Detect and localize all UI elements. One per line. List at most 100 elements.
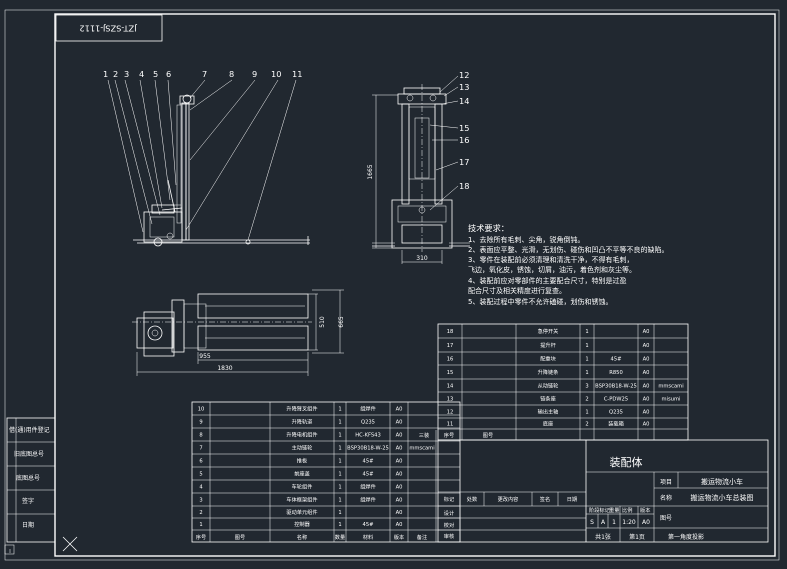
bom-cell-no: 16 <box>447 357 454 363</box>
side-register: 借(通)用件登记 旧底图总号 底图总号 签字 日期 <box>6 417 56 543</box>
callouts-left: 1 2 3 4 5 6 7 8 9 10 11 <box>103 69 302 79</box>
bom-trailing-label: 三装 <box>419 431 429 439</box>
side-label: 日期 <box>22 521 34 529</box>
tech-requirement-line: 3、零件在装配前必须清理和清洗干净，不得有毛刺， <box>468 255 633 264</box>
bom-cell-note: A0 <box>396 433 403 439</box>
version-value: A0 <box>642 519 650 526</box>
bom-cell-material: 组焊件 <box>360 483 376 491</box>
bom-cell-name: 配重块 <box>540 355 556 363</box>
bom-cell-no: 7 <box>199 446 202 452</box>
bom-cell-note: A0 <box>396 510 403 516</box>
stage-mark: S <box>590 519 594 526</box>
bom-cell-material: BSP30B18-W-25 <box>347 446 389 452</box>
dimension-length-value: 1830 <box>217 365 232 372</box>
callout-label: 11 <box>292 69 302 79</box>
callout-label: 10 <box>271 69 281 79</box>
bom-cell-name: 推板 <box>297 457 308 465</box>
stage-label: 阶段标记 <box>589 506 610 514</box>
dimension-height: 1665 <box>367 94 398 249</box>
dimension-fork-value: 955 <box>199 353 211 360</box>
callout-label: 9 <box>252 69 257 79</box>
bom-cell-note: A0 <box>396 407 403 413</box>
leaders-left <box>107 79 297 241</box>
bom-cell-note: A0 <box>396 472 403 478</box>
bom-cell-material: HC-KFS43 <box>355 433 381 439</box>
bom-cell-note: A0 <box>643 410 650 416</box>
bom-cell-material: 组焊件 <box>360 496 376 504</box>
bom-cell-name: 控制器 <box>294 520 310 528</box>
bom-cell-note: A0 <box>396 459 403 465</box>
tech-requirement-line: 1、去除所有毛刺、尖角，锐角倒钝。 <box>468 235 584 244</box>
sign-row-label: 设计 <box>444 509 454 517</box>
dimension-top-width-value: 510 <box>319 316 326 328</box>
bom-cell-no: 14 <box>447 384 454 390</box>
bom-cell-material: BSP30B18-W-25 <box>595 384 637 390</box>
side-label: 旧底图总号 <box>14 450 44 458</box>
bom-cell-name: 车体框架组件 <box>286 496 317 504</box>
callout-label: 12 <box>459 70 469 80</box>
bom-cell-material: 装载箱 <box>608 420 624 428</box>
bom-cell-no: 3 <box>199 498 202 504</box>
bom-cell-no: 10 <box>198 407 205 413</box>
dimension-top-overall-value: 665 <box>338 316 345 328</box>
bom-cell-qty: 1 <box>338 498 341 504</box>
rev-header: 签名 <box>540 495 550 503</box>
bom-cell-no: 2 <box>199 510 202 516</box>
bom-cell-name: 链条座 <box>540 395 556 403</box>
bom-cell-name: 升降链条 <box>538 368 559 376</box>
side-view <box>133 94 310 247</box>
bom-cell-qty: 1 <box>338 485 341 491</box>
name-label: 名称 <box>660 494 672 502</box>
callout-label: 13 <box>459 82 469 92</box>
callout-label: 4 <box>139 69 144 79</box>
bom-cell-remark: mmscami <box>658 384 683 390</box>
bom-cell-material: 45# <box>363 472 374 478</box>
bom-cell-name: 升降电机组件 <box>286 431 317 439</box>
bom-cell-name: 提升杆 <box>540 341 556 349</box>
callout-label: 1 <box>103 69 108 79</box>
bom-cell-qty: 1 <box>338 459 341 465</box>
tech-requirement-line: 5、装配过程中零件不允许磕碰，划伤和锈蚀。 <box>468 297 612 306</box>
front-view <box>372 84 470 252</box>
version-label: 版本 <box>640 506 650 514</box>
callout-label: 14 <box>459 96 469 106</box>
sheet-no: 第1页 <box>629 533 645 541</box>
tech-requirement-line: 配合尺寸及相关精度进行复查。 <box>468 286 566 295</box>
side-label: 借(通)用件登记 <box>9 426 50 434</box>
bom-cell-name: 升降臂叉组件 <box>286 405 317 413</box>
bom-header-note: 版本 <box>394 533 404 541</box>
project-label: 项目 <box>660 479 672 486</box>
bom-cell-material: 组焊件 <box>360 405 376 413</box>
bom-cell-no: 11 <box>447 422 454 428</box>
callout-label: 2 <box>113 69 118 79</box>
side-label: 底图总号 <box>16 474 40 482</box>
drawing-number: JZT-SZSJ-1112 <box>79 24 137 34</box>
callout-label: 17 <box>459 157 469 167</box>
bom-cell-note: A0 <box>643 397 650 403</box>
bom-cell-note: A0 <box>643 343 650 349</box>
bom-cell-qty: 1 <box>338 407 341 413</box>
bom-cell-material: 45# <box>363 522 374 528</box>
bom-cell-qty: 1 <box>585 410 588 416</box>
title-main: 装配体 <box>610 455 643 469</box>
bom-header-material: 材料 <box>363 533 373 541</box>
bom-cell-qty: 1 <box>338 446 341 452</box>
callout-label: 7 <box>202 69 207 79</box>
bom-cell-no: 9 <box>199 420 202 426</box>
callout-label: 3 <box>124 69 129 79</box>
inner-frame <box>54 13 776 557</box>
bom-cell-material: Q235 <box>609 410 623 416</box>
scale-label: 比例 <box>622 506 632 514</box>
bom-cell-note: A0 <box>396 446 403 452</box>
weight-label: 重量 <box>609 506 619 514</box>
bom-cell-qty: 1 <box>338 433 341 439</box>
rev-header: 处数 <box>467 495 478 503</box>
bom-cell-name: 前座盖 <box>294 470 310 478</box>
bom-cell-material: 45# <box>611 357 622 363</box>
bom-cell-no: 12 <box>447 410 454 416</box>
bom-cell-name: 车轮组件 <box>292 483 313 491</box>
bom-cell-note: A0 <box>643 422 650 428</box>
bom-header-code: 图号 <box>235 534 245 541</box>
corner-cross-icon <box>62 536 78 552</box>
